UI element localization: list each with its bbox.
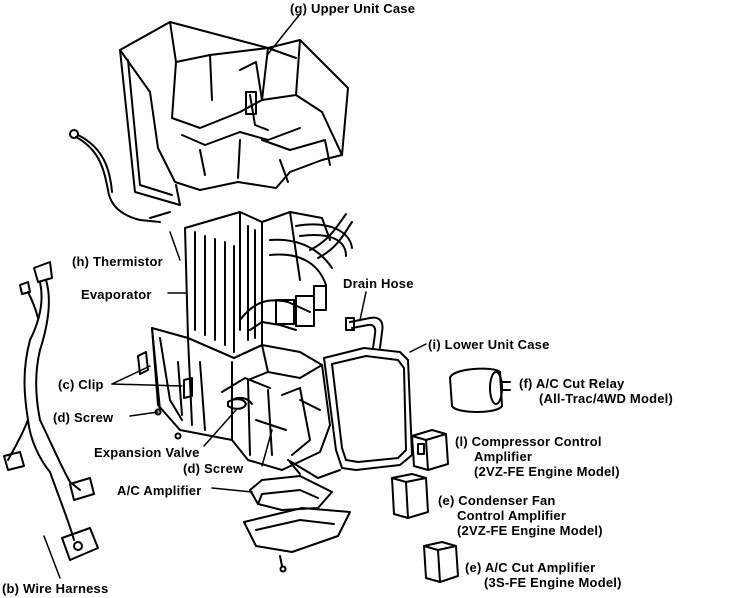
condenser-amplifier-drawing xyxy=(391,473,429,519)
leader-lines xyxy=(43,13,427,579)
ac-amplifier-drawing xyxy=(249,475,333,511)
bottom-cover-drawing xyxy=(243,507,351,573)
cut-amp-line-2: (3S-FE Engine Model) xyxy=(484,575,622,590)
compressor-line-3: (2VZ-FE Engine Model) xyxy=(474,464,620,479)
lower-gasket-frame-drawing xyxy=(323,347,413,471)
ac-cut-relay-drawing xyxy=(449,367,511,413)
wire-harness-drawing xyxy=(3,261,99,561)
thermistor-drawing xyxy=(69,129,171,223)
label-condenser-amplifier: (e) Condenser Fan Control Amplifier (2VZ… xyxy=(438,493,603,538)
condenser-line-3: (2VZ-FE Engine Model) xyxy=(457,523,603,538)
label-expansion-valve: Expansion Valve xyxy=(94,445,200,460)
ac-cut-amplifier-drawing xyxy=(423,541,459,583)
label-screw-left: (d) Screw xyxy=(53,410,114,425)
compressor-amplifier-drawing xyxy=(411,429,449,471)
upper-unit-case-drawing xyxy=(119,21,349,206)
condenser-line-1: (e) Condenser Fan xyxy=(438,493,556,508)
cut-amp-line-1: (e) A/C Cut Amplifier xyxy=(465,560,596,575)
label-evaporator: Evaporator xyxy=(81,287,152,302)
label-ac-cut-relay: (f) A/C Cut Relay (All-Trac/4WD Model) xyxy=(519,376,673,406)
label-ac-amplifier: A/C Amplifier xyxy=(117,483,202,498)
label-lower-unit-case: (i) Lower Unit Case xyxy=(428,337,550,352)
label-upper-unit-case: (g) Upper Unit Case xyxy=(290,1,416,16)
drain-hose-drawing xyxy=(345,316,384,349)
label-screw-center: (d) Screw xyxy=(183,461,244,476)
label-thermistor: (h) Thermistor xyxy=(72,254,163,269)
label-drain-hose: Drain Hose xyxy=(343,276,414,291)
label-wire-harness: (b) Wire Harness xyxy=(2,581,109,596)
label-compressor-amplifier: (l) Compressor Control Amplifier (2VZ-FE… xyxy=(455,434,620,479)
compressor-line-1: (l) Compressor Control xyxy=(455,434,602,449)
condenser-line-2: Control Amplifier xyxy=(457,508,567,523)
compressor-line-2: Amplifier xyxy=(474,449,533,464)
label-clip: (c) Clip xyxy=(58,377,104,392)
relay-line-1: (f) A/C Cut Relay xyxy=(519,376,625,391)
relay-line-2: (All-Trac/4WD Model) xyxy=(539,391,674,406)
evaporator-drawing xyxy=(184,211,353,359)
label-ac-cut-amplifier: (e) A/C Cut Amplifier (3S-FE Engine Mode… xyxy=(465,560,622,590)
